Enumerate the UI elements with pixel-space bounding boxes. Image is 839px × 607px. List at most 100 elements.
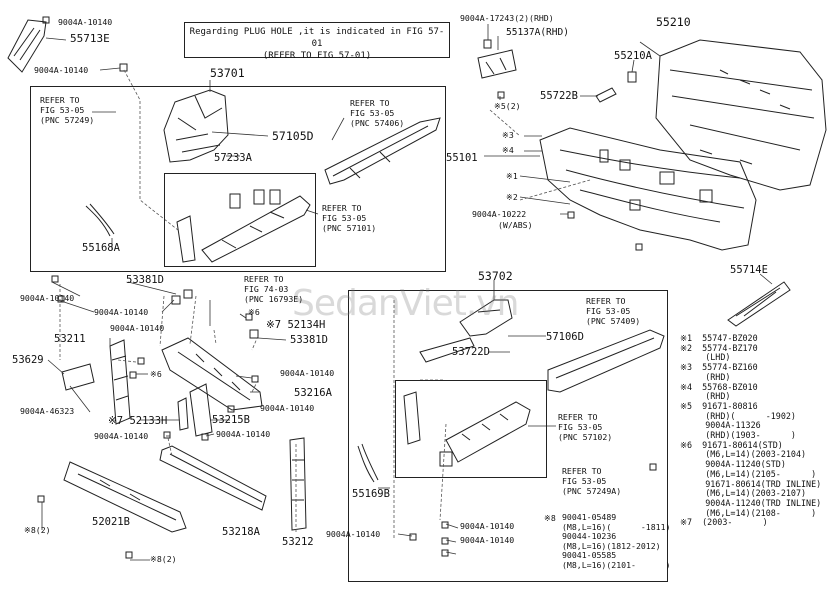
refer-label: FIG 53-05 (558, 422, 603, 432)
refer-label: REFER TO (586, 296, 626, 306)
legend-row: (M6,L=14)(2108- ) (680, 507, 817, 518)
plug-hole-note: Regarding PLUG HOLE ,it is indicated in … (184, 22, 450, 61)
part-label-55210[interactable]: 55210 (656, 15, 691, 29)
bolt-spec-row: 90041-05585 (562, 550, 617, 560)
marker-5: ※5(2) (494, 101, 521, 111)
refer-label[interactable]: (PNC 57249A) (562, 486, 622, 496)
bolt-label[interactable]: 9004A-10140 (326, 529, 381, 539)
bolt-label[interactable]: 9004A-10140 (58, 17, 113, 27)
group-box-57102 (395, 380, 547, 478)
part-label-55169B[interactable]: 55169B (352, 488, 390, 500)
legend-row: 9004A-11240(STD) (680, 459, 786, 470)
part-label-53216A[interactable]: 53216A (294, 387, 332, 399)
part-bracket-57102-left (403, 391, 421, 445)
part-53701-shape (163, 89, 229, 163)
part-label-55722B[interactable]: 55722B (540, 90, 578, 102)
refer-label[interactable]: (PNC 57249) (40, 115, 95, 125)
part-label-55168A[interactable]: 55168A (82, 242, 120, 254)
part-label-52133H[interactable]: ※7 52133H (108, 415, 168, 427)
part-label-53211[interactable]: 53211 (54, 333, 86, 345)
legend-row: ※3 55774-BZ160 (680, 362, 758, 373)
part-label-53218A[interactable]: 53218A (222, 526, 260, 538)
refer-label[interactable]: (PNC 57101) (322, 223, 377, 233)
part-bracket-57101-left (176, 215, 196, 263)
legend-row: 91671-80614(TRD INLINE) (680, 478, 822, 489)
part-53212-shape (289, 437, 307, 531)
bolt-label[interactable]: 9004A-10140 (94, 431, 149, 441)
group-box-57101 (164, 173, 316, 267)
part-label-57233A[interactable]: 57233A (214, 152, 252, 164)
bolt-shape (42, 16, 128, 72)
refer-label: FIG 53-05 (40, 105, 85, 115)
part-53216A-shape (161, 337, 263, 411)
legend-row: ※2 55774-BZ170 (680, 342, 758, 353)
part-label-53702[interactable]: 53702 (478, 269, 513, 283)
part-label-53381D[interactable]: 53381D (126, 274, 164, 286)
refer-label[interactable]: (PNC 57406) (350, 118, 405, 128)
refer-label: REFER TO (244, 274, 284, 284)
bolt-label[interactable]: 9004A-10140 (94, 307, 149, 317)
bolt-label[interactable]: 9004A-17243(2)(RHD) (460, 13, 554, 23)
part-label-53701[interactable]: 53701 (210, 66, 245, 80)
legend-row: ※1 55747-BZ020 (680, 333, 758, 343)
bolt-label[interactable]: 9004A-10140 (280, 368, 335, 378)
part-label-53381D-b[interactable]: 53381D (290, 334, 328, 346)
marker-6: ※6 (150, 369, 162, 379)
part-55101-shape (539, 127, 757, 251)
bolt-label[interactable]: 9004A-10140 (460, 535, 515, 545)
legend-row: (LHD) (680, 352, 731, 363)
part-label-52021B[interactable]: 52021B (92, 516, 130, 528)
part-label-53212[interactable]: 53212 (282, 536, 314, 548)
marker-1: ※1 (506, 171, 518, 181)
part-label-57105D[interactable]: 57105D (272, 129, 314, 143)
bolt-label[interactable]: 9004A-10222 (472, 209, 527, 219)
bolt-label[interactable]: 9004A-10140 (216, 429, 271, 439)
refer-label[interactable]: (PNC 16793E) (244, 294, 304, 304)
bolt-label[interactable]: 9004A-10140 (460, 521, 515, 531)
part-label-52134H[interactable]: ※7 52134H (266, 319, 326, 331)
part-55210-shape (655, 39, 827, 191)
part-55713E-shape (7, 19, 47, 73)
refer-label[interactable]: (PNC 57102) (558, 432, 613, 442)
bolt-label[interactable]: 9004A-10140 (110, 323, 165, 333)
part-53211-shape (109, 339, 131, 425)
part-label-55101[interactable]: 55101 (446, 152, 478, 164)
part-55169B-shape (357, 443, 379, 483)
part-57409-shape (547, 329, 665, 393)
part-label-53722D[interactable]: 53722D (452, 346, 490, 358)
plug-hole-note-line1: Regarding PLUG HOLE ,it is indicated in … (189, 27, 445, 49)
part-label-55137A[interactable]: 55137A(RHD) (506, 27, 569, 38)
bolt-spec-row: 90044-10236 (562, 531, 617, 541)
refer-label[interactable]: (PNC 57409) (586, 316, 641, 326)
part-label-55713E[interactable]: 55713E (70, 32, 110, 45)
legend-row: (M6,L=14)(2003-2104) (680, 449, 807, 460)
bolt-label[interactable]: 9004A-10140 (260, 403, 315, 413)
legend-row: ※5 91671-80816 (680, 400, 758, 411)
plug-hole-note-line2: (REFER TO FIG 57-01) (262, 51, 372, 61)
part-label-55210A[interactable]: 55210A (614, 50, 652, 62)
part-label-55714E[interactable]: 55714E (730, 264, 768, 276)
bolt-label[interactable]: 9004A-46323 (20, 406, 75, 416)
legend-row: 9004A-11326 (680, 420, 761, 431)
bolt-shape (483, 39, 492, 49)
legend-row: 9004A-11240(TRD INLINE) (680, 497, 822, 508)
marker-3: ※3 (502, 130, 514, 140)
refer-label: FIG 53-05 (562, 476, 607, 486)
part-52133H-shape (177, 397, 189, 431)
refer-label: REFER TO (322, 203, 362, 213)
part-label-53215B[interactable]: 53215B (212, 414, 250, 426)
bolt-label[interactable]: 9004A-10140 (20, 293, 75, 303)
legend-row: (RHD)(1903- ) (680, 430, 796, 441)
part-55714E-shape (727, 281, 791, 327)
legend-row: ※6 91671-80614(STD) (680, 439, 783, 450)
bolt-spec-list: 90041-05489(M8,L=16)( -1811)90044-10236(… (562, 512, 670, 570)
part-57106D-shape (419, 337, 475, 363)
bolt-label[interactable]: 9004A-10140 (34, 65, 89, 75)
marker-2: ※2 (506, 192, 518, 202)
part-label-57106D[interactable]: 57106D (546, 331, 584, 343)
part-label-53629[interactable]: 53629 (12, 354, 44, 366)
part-53629-shape (61, 363, 95, 391)
part-57105D-shape (324, 117, 441, 185)
